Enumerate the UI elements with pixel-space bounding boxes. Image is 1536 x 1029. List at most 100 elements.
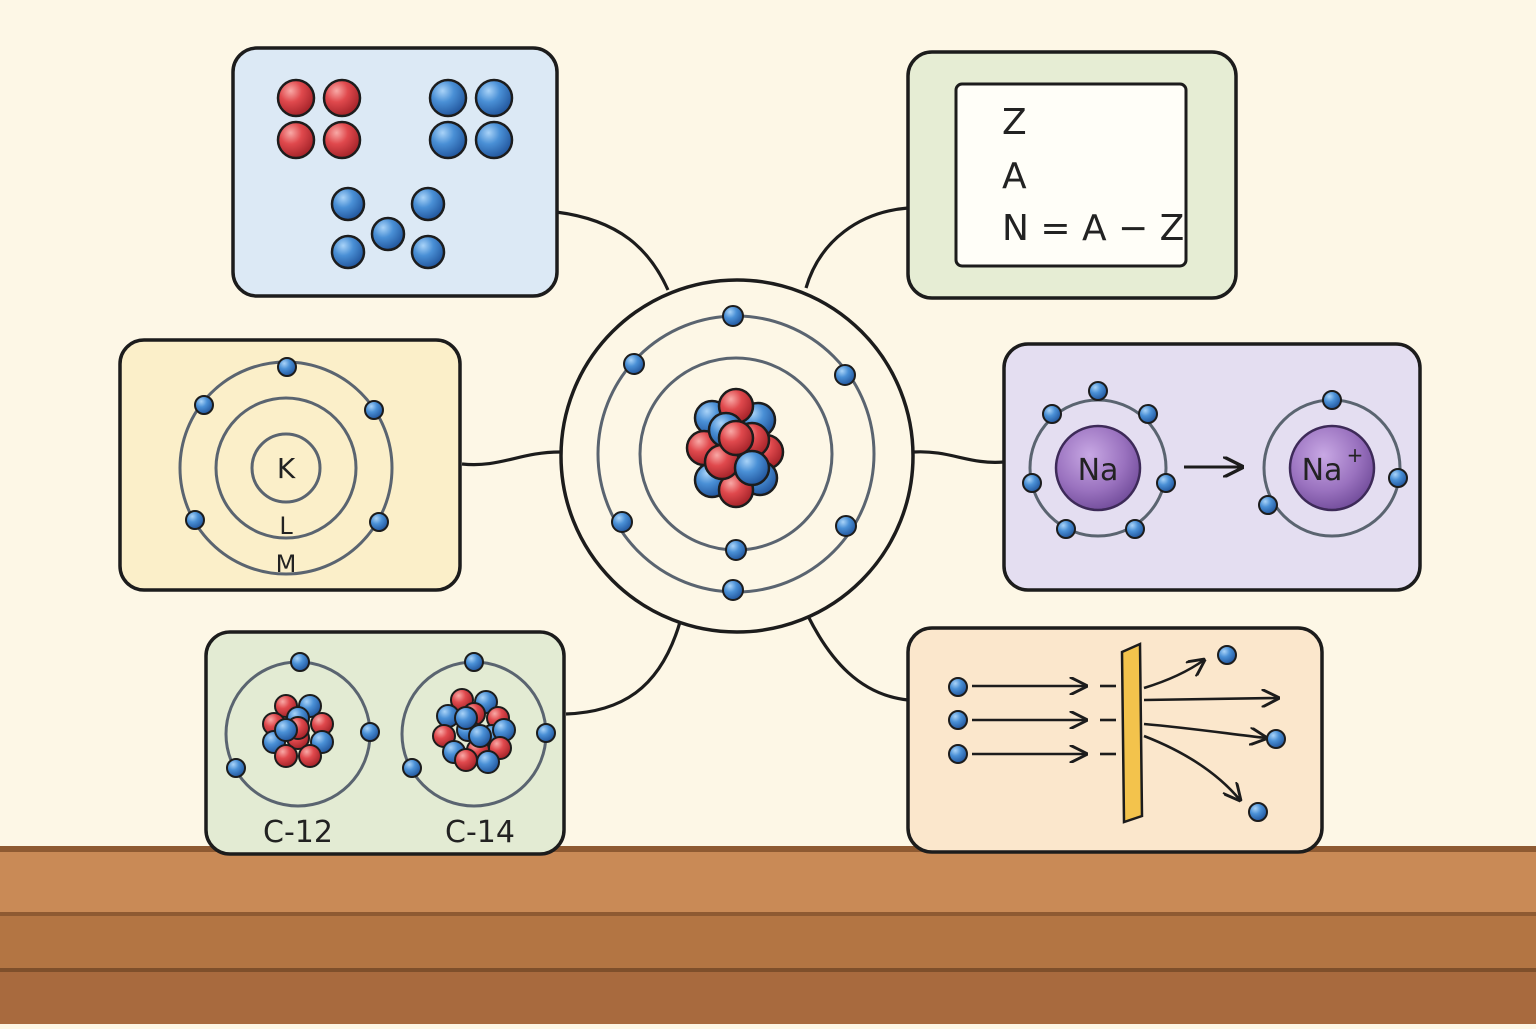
electron <box>536 723 556 743</box>
shell-k-ring <box>250 432 322 504</box>
connector-scattering <box>806 615 909 702</box>
carbon12-nucleus <box>262 694 334 768</box>
electron <box>1388 468 1408 488</box>
sodium-atom-label: Na <box>1078 453 1119 488</box>
electron <box>370 216 406 252</box>
connector-shells <box>461 450 561 467</box>
electron <box>226 758 246 778</box>
neutron-group <box>428 78 514 160</box>
shell-l-label: L <box>279 512 293 540</box>
panel-frame <box>906 626 1324 854</box>
neutron <box>474 120 514 160</box>
slight-deflection-path <box>1143 722 1266 738</box>
gold-foil <box>1120 642 1144 824</box>
mass-number-symbol: A <box>1002 156 1027 197</box>
electron <box>1258 495 1278 515</box>
electron <box>725 539 747 561</box>
scattered-paths <box>1143 660 1278 800</box>
electron <box>611 511 633 533</box>
proton <box>454 748 478 772</box>
electron <box>410 234 446 270</box>
alpha-particle <box>948 710 968 730</box>
carbon12-label: C-12 <box>263 815 333 850</box>
electron <box>1322 390 1342 410</box>
electron <box>410 186 446 222</box>
central-electrons <box>611 305 857 601</box>
panel-gold-foil-scattering <box>906 626 1324 854</box>
alpha-particle <box>948 677 968 697</box>
neutron <box>474 78 514 118</box>
shell-l-ring <box>214 396 358 540</box>
wooden-shelf <box>0 846 1536 1024</box>
connector-ion <box>913 450 1005 464</box>
sodium-atom-core <box>1054 424 1142 512</box>
neutron <box>274 718 298 742</box>
alpha-particles <box>948 645 1286 822</box>
electron <box>623 353 645 375</box>
neutron <box>454 706 478 730</box>
electron <box>194 395 214 415</box>
alpha-particle <box>1248 802 1268 822</box>
neutron <box>428 120 468 160</box>
deflected-path <box>1143 660 1204 690</box>
proton <box>276 78 316 118</box>
sodium-ion-core <box>1288 424 1376 512</box>
electron <box>1042 404 1062 424</box>
proton <box>717 419 755 457</box>
electron <box>722 579 744 601</box>
electron <box>722 305 744 327</box>
electron <box>185 510 205 530</box>
central-atom-model <box>559 278 915 634</box>
electron <box>1056 519 1076 539</box>
electron <box>364 400 384 420</box>
panel-frame <box>204 630 566 856</box>
proton-group <box>276 78 362 160</box>
isotope-electrons <box>226 652 556 778</box>
large-deflection-path <box>1143 734 1240 800</box>
electron <box>360 722 380 742</box>
electron <box>1156 473 1176 493</box>
electron <box>402 758 422 778</box>
panel-notation: Z A N = A − Z <box>906 50 1238 300</box>
connector-lines <box>461 206 1005 716</box>
sodium-ion-label: Na <box>1302 453 1343 488</box>
alpha-particle <box>948 744 968 764</box>
shell-m-label: M <box>276 550 297 578</box>
alpha-particle <box>1266 729 1286 749</box>
shell-electrons <box>185 357 389 532</box>
connector-notation <box>804 206 909 289</box>
shell-k-label: K <box>277 452 296 485</box>
notation-card <box>954 82 1188 268</box>
carbon14-nucleus <box>432 688 516 774</box>
carbon14-label: C-14 <box>445 815 515 850</box>
proton <box>276 120 316 160</box>
sodium-ion-charge: + <box>1347 443 1364 467</box>
atomic-number-symbol: Z <box>1002 102 1027 143</box>
electron <box>1022 473 1042 493</box>
proton <box>274 744 298 768</box>
neutron <box>428 78 468 118</box>
neutron <box>733 449 771 487</box>
alpha-particle <box>1217 645 1237 665</box>
proton <box>322 78 362 118</box>
proton <box>322 120 362 160</box>
electron <box>834 364 856 386</box>
electron <box>290 652 310 672</box>
electron <box>369 512 389 532</box>
panel-electron-shells: K L M <box>118 338 462 592</box>
central-nucleus <box>685 387 785 509</box>
electron <box>1125 519 1145 539</box>
incoming-beams <box>972 686 1116 754</box>
proton <box>298 744 322 768</box>
electron <box>1138 404 1158 424</box>
neutron <box>468 724 492 748</box>
panel-subatomic-particles <box>231 46 559 298</box>
neutron <box>476 750 500 774</box>
neutron-number-formula: N = A − Z <box>1002 208 1184 249</box>
connector-particles <box>555 210 670 291</box>
electron <box>330 234 366 270</box>
electron <box>835 515 857 537</box>
straight-path <box>1143 698 1278 700</box>
